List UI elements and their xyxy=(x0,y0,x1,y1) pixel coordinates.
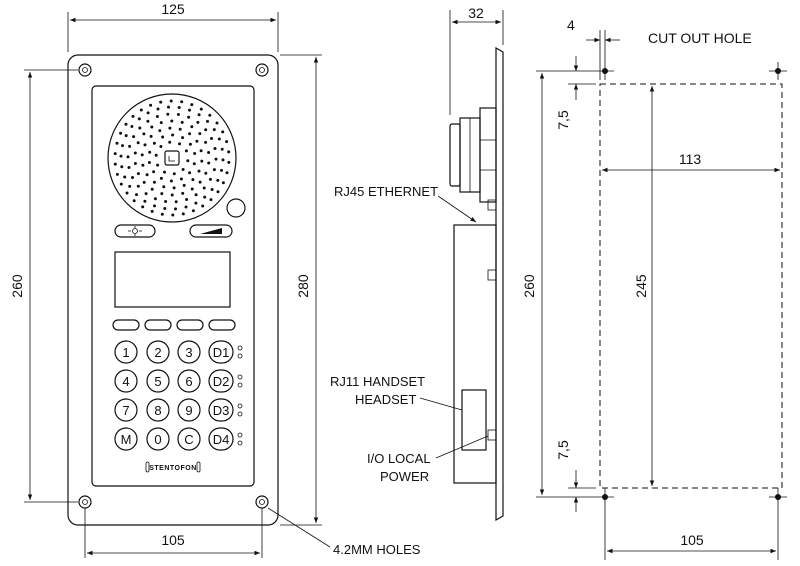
screw-hole-bottom-right xyxy=(255,495,269,509)
key-label: 6 xyxy=(185,374,192,389)
key-label: 8 xyxy=(154,403,161,418)
key-d3[interactable]: D3 xyxy=(208,398,243,422)
cutout-hole-bottom-left xyxy=(596,488,614,506)
rj45-label: RJ45 ETHERNET xyxy=(334,184,438,199)
io-leader xyxy=(435,435,489,459)
key-c[interactable]: C xyxy=(177,427,201,451)
rj11-label-line2: HEADSET xyxy=(355,392,416,407)
screw-hole-bottom-left xyxy=(78,495,92,509)
side-front-plate xyxy=(495,46,504,522)
front-plate-outline xyxy=(67,54,279,526)
side-speaker xyxy=(449,107,497,203)
display-screen xyxy=(114,251,231,308)
sun-icon xyxy=(128,226,142,236)
speaker-grille-icon xyxy=(107,93,237,223)
soft-key-1[interactable] xyxy=(112,319,140,331)
key-d1[interactable]: D1 xyxy=(208,340,243,364)
cutout-outline xyxy=(599,83,783,489)
dim-cutout-height: 245 xyxy=(633,274,649,298)
keypad: 1 2 3 D1 4 5 6 D2 7 8 9 D3M 0 C D4 xyxy=(114,340,243,451)
dim-side-depth: 32 xyxy=(468,5,484,21)
dim-front-height: 280 xyxy=(295,274,311,298)
brand-label: STENTOFON xyxy=(149,465,197,472)
key-4[interactable]: 4 xyxy=(114,369,138,393)
soft-key-3[interactable] xyxy=(176,319,204,331)
key-label: 1 xyxy=(122,345,129,360)
key-9[interactable]: 9 xyxy=(177,398,201,422)
key-d4[interactable]: D4 xyxy=(208,427,243,451)
key-label: 4 xyxy=(122,374,129,389)
key-5[interactable]: 5 xyxy=(146,369,170,393)
key-2[interactable]: 2 xyxy=(146,340,170,364)
screw-hole-top-left xyxy=(78,63,92,77)
soft-key-4[interactable] xyxy=(208,319,236,331)
key-label: D3 xyxy=(213,403,230,418)
light-button[interactable] xyxy=(114,224,156,238)
volume-button[interactable] xyxy=(189,224,233,238)
holes-leader xyxy=(267,507,331,548)
brand-plate: STENTOFON xyxy=(145,461,201,473)
front-view: 1 2 3 D1 4 5 6 D2 7 8 9 D3M 0 C D4 STENTOFON 125 260 2… xyxy=(9,1,421,558)
key-d2[interactable]: D2 xyxy=(208,369,243,393)
key-1[interactable]: 1 xyxy=(114,340,138,364)
key-label: 2 xyxy=(154,345,161,360)
key-label: D1 xyxy=(213,345,230,360)
key-label: M xyxy=(121,432,132,447)
dim-cutout-margin-top: 7,5 xyxy=(555,110,571,130)
key-label: C xyxy=(184,432,193,447)
dim-cutout-hole-h: 105 xyxy=(680,532,704,548)
io-label-line2: POWER xyxy=(380,469,429,484)
cutout-title: CUT OUT HOLE xyxy=(648,30,752,46)
key-label: 9 xyxy=(185,403,192,418)
key-7[interactable]: 7 xyxy=(114,398,138,422)
connector-2 xyxy=(487,429,497,441)
cutout-hole-top-left xyxy=(596,62,614,80)
key-6[interactable]: 6 xyxy=(177,369,201,393)
side-electronics-box xyxy=(453,224,497,484)
rj11-label-line1: RJ11 HANDSET xyxy=(330,374,425,389)
cutout-view: CUT OUT HOLE 4 113 245 260 7,5 7,5 xyxy=(521,17,787,560)
cutout-hole-top-right xyxy=(769,62,787,80)
key-label: 7 xyxy=(122,403,129,418)
cutout-hole-bottom-right xyxy=(769,488,787,506)
front-inner-panel xyxy=(91,85,255,487)
dim-front-hole-v: 260 xyxy=(9,274,25,298)
rj45-port xyxy=(487,199,497,211)
key-label: 3 xyxy=(185,345,192,360)
camera-lens-icon xyxy=(226,198,246,218)
dim-front-width: 125 xyxy=(161,1,185,17)
connector-1 xyxy=(487,269,497,281)
dim-cutout-offset: 4 xyxy=(567,17,575,33)
soft-key-2[interactable] xyxy=(144,319,172,331)
side-view: 32 RJ45 ETHERNET RJ11 HANDSET HEADSET I/… xyxy=(330,5,504,522)
key-0[interactable]: 0 xyxy=(146,427,170,451)
volume-ramp-icon xyxy=(200,228,222,234)
key-label: 5 xyxy=(154,374,161,389)
key-m[interactable]: M xyxy=(114,427,138,451)
dim-cutout-margin-bottom: 7,5 xyxy=(555,440,571,460)
dim-cutout-hole-v: 260 xyxy=(521,274,537,298)
key-3[interactable]: 3 xyxy=(177,340,201,364)
soft-keys xyxy=(112,319,236,331)
rj11-leader xyxy=(419,397,463,411)
key-label: 0 xyxy=(154,432,161,447)
io-label-line1: I/O LOCAL xyxy=(367,451,431,466)
key-8[interactable]: 8 xyxy=(146,398,170,422)
key-label: D4 xyxy=(213,432,230,447)
holes-label: 4.2MM HOLES xyxy=(333,542,421,557)
dim-cutout-width: 113 xyxy=(679,151,702,167)
rj45-leader xyxy=(437,195,477,223)
rj11-port xyxy=(461,389,487,451)
screw-hole-top-right xyxy=(255,63,269,77)
key-label: D2 xyxy=(213,374,230,389)
dim-front-hole-h: 105 xyxy=(161,532,185,548)
